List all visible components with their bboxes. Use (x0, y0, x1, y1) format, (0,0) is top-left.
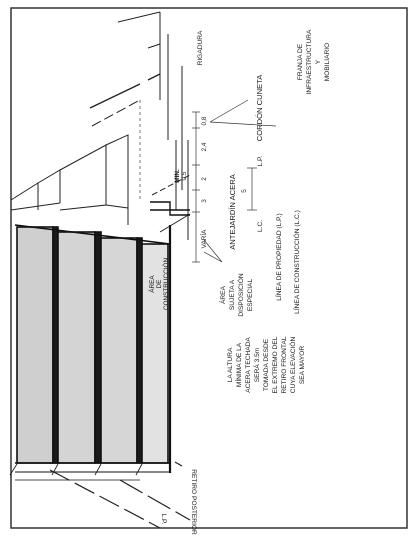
svg-text:DE: DE (156, 280, 163, 289)
label-retiro-posterior: RETIRO POSTERIOR (190, 469, 197, 535)
svg-text:Y: Y (315, 59, 322, 64)
svg-text:CUYA ELEVACIÓN: CUYA ELEVACIÓN (288, 336, 297, 393)
svg-text:CONSTRUCCIÓN: CONSTRUCCIÓN (161, 258, 170, 311)
svg-text:SERÁ 3.5m: SERÁ 3.5m (252, 347, 261, 382)
min-step-detail (150, 201, 190, 216)
label-cordon-cuneta: CORDÓN CUNETA (255, 74, 264, 141)
label-rigadura: RIGADURA (197, 30, 204, 65)
dim-2-4: 2,4 (201, 142, 208, 151)
dim-varia: VARÍA (199, 229, 208, 248)
bottom-lines (49, 461, 191, 529)
svg-text:DISPOSICIÓN: DISPOSICIÓN (236, 273, 245, 316)
svg-text:EL EXTREMO DEL: EL EXTREMO DEL (272, 336, 279, 393)
perspective-lines (10, 11, 191, 240)
building-block (9, 224, 171, 481)
label-area-disposicion: ÁREA SUJETA A DISPOSICIÓN ESPECIAL (218, 273, 254, 316)
label-lc: L.C. (257, 220, 264, 232)
svg-text:TOMADA DESDE: TOMADA DESDE (263, 338, 270, 391)
svg-text:SUJETA A: SUJETA A (229, 279, 236, 310)
svg-text:MOBILIARIO: MOBILIARIO (324, 43, 331, 81)
dimension-lines (192, 99, 277, 263)
svg-text:ESPECIAL: ESPECIAL (247, 279, 254, 312)
label-linea-propiedad: LÍNEA DE PROPIEDAD (L.P.) (274, 213, 283, 300)
dim-2: 2 (201, 177, 208, 181)
label-antejardin-acera: ANTEJARDÍN ACERA (228, 173, 237, 249)
svg-text:ÁREA: ÁREA (218, 285, 227, 304)
min-label: MIN. (174, 169, 181, 183)
svg-text:SEA MAYOR: SEA MAYOR (299, 346, 306, 385)
label-area-construccion: ÁREA DE CONSTRUCCIÓN (147, 258, 170, 311)
text-labels: RIGADURA CORDÓN CUNETA FRANJA DE INFRAES… (147, 29, 331, 535)
svg-text:MÍNIMA DE LA: MÍNIMA DE LA (234, 342, 243, 387)
dim-0-8: 0,8 (201, 116, 208, 125)
dim-5: 5 (241, 189, 248, 193)
svg-text:ACERA TECHADA: ACERA TECHADA (245, 337, 252, 393)
label-altura-note: LA ALTURA MÍNIMA DE LA ACERA TECHADA SER… (227, 336, 306, 393)
label-lp-bottom: L.P. (160, 514, 167, 525)
label-franja: FRANJA DE INFRAESTRUCTURA Y MOBILIARIO (297, 29, 331, 94)
dim-3: 3 (201, 199, 208, 203)
svg-text:ÁREA: ÁREA (147, 275, 156, 293)
svg-text:INFRAESTRUCTURA: INFRAESTRUCTURA (306, 29, 313, 94)
min-value: 0.5 (181, 171, 188, 180)
label-lp: L.P. (257, 155, 264, 166)
svg-text:RETIRO FRONTAL: RETIRO FRONTAL (281, 336, 288, 393)
page-frame (10, 7, 408, 529)
label-linea-construccion: LÍNEA DE CONSTRUCCIÓN (L.C.) (292, 210, 301, 314)
svg-text:LA ALTURA: LA ALTURA (227, 347, 234, 382)
svg-text:FRANJA DE: FRANJA DE (297, 43, 304, 80)
